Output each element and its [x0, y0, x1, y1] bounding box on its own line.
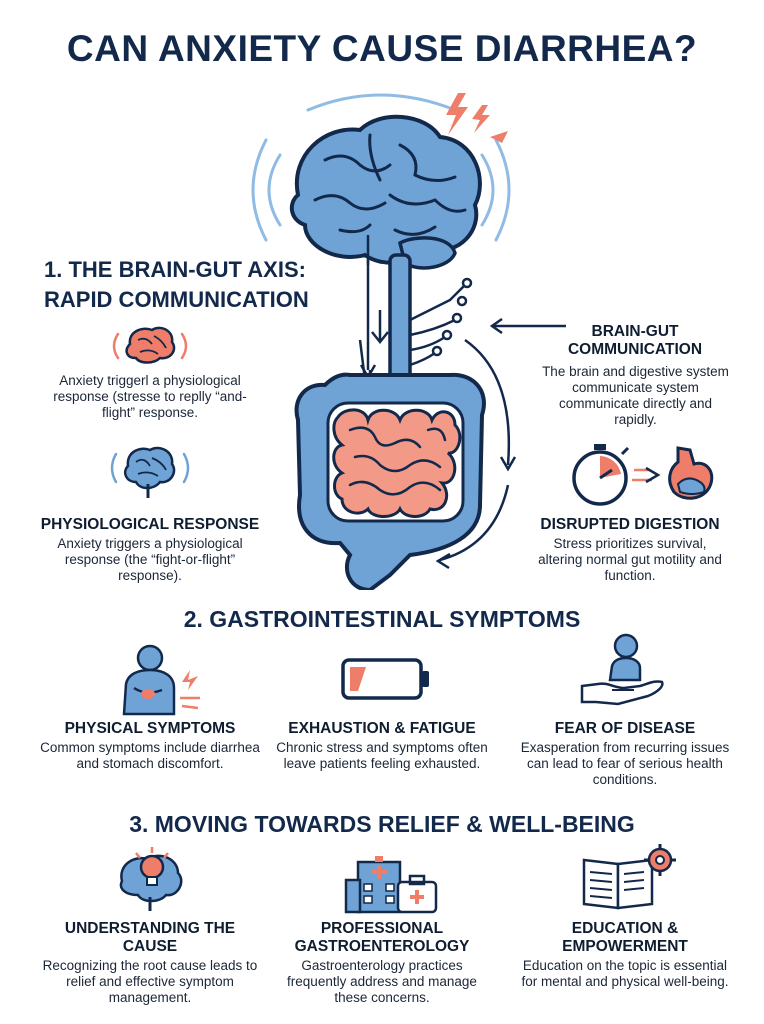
- section1-heading-line1: 1. THE BRAIN-GUT AXIS:: [44, 257, 306, 282]
- physiological-text: Anxiety triggers a physiological respons…: [57, 536, 243, 583]
- section1-heading-line2: RAPID COMMUNICATION: [44, 287, 309, 312]
- relief-text-2: Gastroenterology practices frequently ad…: [287, 958, 477, 1005]
- book-gear-icon: [582, 844, 676, 910]
- symptom-title-3: FEAR OF DISEASE: [554, 720, 696, 737]
- disrupted-title: DISRUPTED DIGESTION: [540, 516, 720, 533]
- lightbulb-brain-icon: [119, 847, 183, 911]
- left-top-text: Anxiety triggerl a physiological respons…: [53, 373, 247, 420]
- brain-gut-illustration: [251, 93, 517, 590]
- brain-gut-title-line2: COMMUNICATION: [567, 341, 703, 358]
- stomach-icon: [668, 446, 714, 500]
- symptom-text-2: Chronic stress and symptoms often leave …: [276, 740, 488, 771]
- lightning-icon: [446, 93, 508, 143]
- section1-heading: 1. THE BRAIN-GUT AXIS: RAPID COMMUNICATI…: [44, 255, 309, 315]
- brain-gut-title-line1: BRAIN-GUT: [591, 323, 679, 340]
- relief-text-3: Education on the topic is essential for …: [521, 958, 729, 989]
- brain-icon: [289, 114, 482, 270]
- relief-title-1: UNDERSTANDING THE CAUSE: [64, 920, 236, 955]
- symptom-title-2: EXHAUSTION & FATIGUE: [288, 720, 476, 737]
- hospital-icon: [344, 856, 438, 914]
- relief-title-3: EDUCATION & EMPOWERMENT: [562, 920, 688, 955]
- brain-icon: [110, 446, 190, 498]
- intestine-icon: [294, 372, 486, 590]
- page-title: CAN ANXIETY CAUSE DIARRHEA?: [66, 28, 698, 69]
- gear-icon: [644, 844, 676, 876]
- section3-heading: 3. MOVING TOWARDS RELIEF & WELL-BEING: [129, 811, 635, 837]
- stomach-pain-icon: [122, 644, 200, 716]
- physiological-title: PHYSIOLOGICAL RESPONSE: [40, 516, 260, 533]
- brain-gut-text: The brain and digestive system communica…: [542, 364, 729, 427]
- arrow-left-icon: [489, 317, 566, 335]
- symptom-title-1: PHYSICAL SYMPTOMS: [64, 720, 236, 737]
- low-battery-icon: [341, 658, 429, 700]
- stopwatch-stomach-icon: [572, 444, 714, 506]
- hand-support-icon: [580, 633, 664, 706]
- relief-title-2: PROFESSIONAL GASTROENTEROLOGY: [294, 920, 470, 955]
- stopwatch-icon: [572, 444, 630, 506]
- symptom-text-1: Common symptoms include diarrhea and sto…: [40, 740, 260, 771]
- relief-text-1: Recognizing the root cause leads to reli…: [42, 958, 258, 1005]
- disrupted-text: Stress prioritizes survival, altering no…: [538, 536, 722, 583]
- symptom-text-3: Exasperation from recurring issues can l…: [520, 740, 730, 787]
- brain-gut-title: BRAIN-GUT COMMUNICATION: [540, 323, 730, 359]
- brain-icon: [112, 326, 188, 364]
- section2-heading: 2. GASTROINTESTINAL SYMPTOMS: [183, 606, 581, 632]
